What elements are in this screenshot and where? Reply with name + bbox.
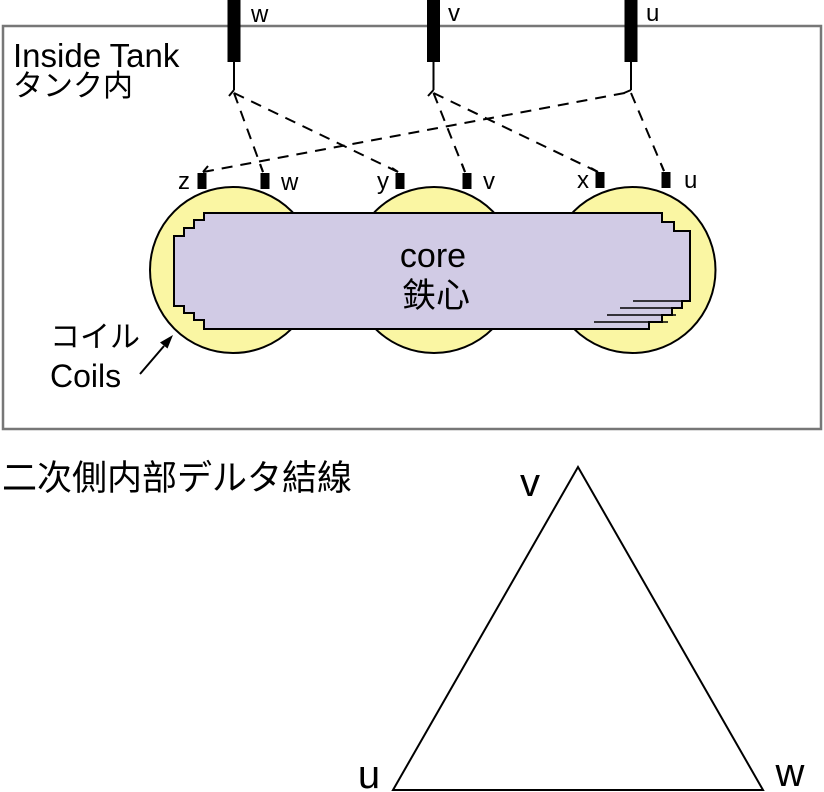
bushing-v-label: v [448,0,460,27]
delta-vertex-label-u: u [358,753,380,792]
terminal-x-label: x [577,167,589,194]
tank-outline [1,24,823,431]
terminal-v [462,173,472,189]
terminal-w-label: w [280,169,299,196]
wire-bushingW-terminalY [233,92,399,173]
bushing-u-label: u [646,0,659,27]
wire-terminalZ-bushingU [202,91,631,173]
bushing-v-bar [427,0,440,62]
bushing-u: u [623,0,659,94]
terminal-v-label: v [483,168,495,195]
coils-arrow-line [139,345,165,375]
terminal-y-label: y [377,168,389,195]
tank-title-en: Inside Tank [13,37,180,74]
coils-callout-arrow [139,335,173,375]
wire-bushingW-terminalW [233,92,264,173]
coils-callout-ja: コイル [50,321,140,354]
bushing-u-bar [624,0,638,62]
wire-tick-terminalW [259,163,264,173]
terminal-w [260,173,270,189]
core-label-ja: 鉄心 [402,277,470,315]
wire-tick-terminalZ [202,165,209,173]
bushing-w-hook [228,89,235,97]
bushing-w-bar [227,0,241,62]
terminal-z-label: z [178,168,190,195]
tank-title-ja: タンク内 [13,70,133,103]
coils-arrowhead-icon [160,335,173,349]
bushing-v-hook [427,89,435,97]
wire-bushingU-terminalU [630,92,665,172]
terminal-u-label: u [684,167,697,194]
delta-vertex-label-w: w [775,751,805,792]
wire-bushingV-terminalX [433,92,599,173]
wire-tick-terminalU [660,163,665,172]
wire-bushingV-terminalV [432,92,466,173]
terminal-z [197,173,207,189]
core-shape [173,212,691,330]
delta-triangle [391,464,765,791]
terminal-u [661,172,671,188]
delta-title: 二次側内部デルタ結線 [2,459,352,498]
terminal-x [595,172,605,188]
bushing-w: w [227,0,269,97]
wire-tick-terminalY [391,167,399,173]
bushing-u-hook [623,89,632,94]
wire-tick-terminalV [461,163,466,173]
core-label-en: core [400,237,466,275]
coils-callout-en: Coils [50,358,121,394]
bushing-w-label: w [250,1,269,28]
terminal-y [395,173,405,189]
delta-vertex-label-v: v [520,461,540,505]
coil-terminals [197,172,671,189]
core-lamination-lines [594,300,690,323]
bushing-v: v [427,0,460,97]
wire-tick-terminalX [590,167,599,173]
